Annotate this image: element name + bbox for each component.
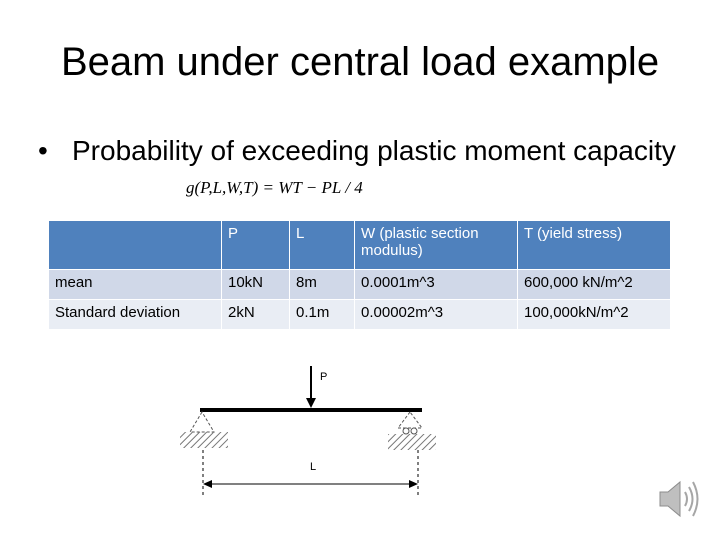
bullet-text: Probability of exceeding plastic moment … — [72, 135, 676, 166]
roller-support — [388, 411, 436, 450]
table-cell: 0.1m — [289, 299, 355, 330]
table-cell: 100,000kN/m^2 — [517, 299, 671, 330]
limit-state-formula: g(P,L,W,T) = WT − PL / 4 — [186, 178, 363, 197]
table-cell: 10kN — [221, 269, 290, 300]
table-cell: mean — [48, 269, 222, 300]
table-cell: 600,000 kN/m^2 — [517, 269, 671, 300]
load-arrow — [306, 366, 316, 408]
header-cell: L — [289, 220, 355, 270]
speaker-icon[interactable] — [656, 474, 702, 524]
table-header-row: P L W (plastic section modulus) T (yield… — [48, 220, 671, 270]
statistics-table: P L W (plastic section modulus) T (yield… — [48, 220, 671, 330]
pin-support — [180, 411, 228, 448]
table-row: mean 10kN 8m 0.0001m^3 600,000 kN/m^2 — [48, 269, 671, 300]
beam — [200, 408, 422, 412]
table-cell: 0.00002m^3 — [354, 299, 518, 330]
table-cell: Standard deviation — [48, 299, 222, 330]
bullet-item: • Probability of exceeding plastic momen… — [38, 132, 698, 170]
slide-title: Beam under central load example — [60, 40, 660, 84]
header-cell — [48, 220, 222, 270]
beam-diagram: P L — [180, 366, 436, 496]
bullet-dot: • — [38, 135, 48, 166]
span-dimension — [202, 450, 419, 496]
load-label: P — [320, 371, 327, 383]
header-cell: P — [221, 220, 290, 270]
table-cell: 8m — [289, 269, 355, 300]
header-cell: W (plastic section modulus) — [354, 220, 518, 270]
span-label: L — [310, 461, 316, 473]
table-row: Standard deviation 2kN 0.1m 0.00002m^3 1… — [48, 299, 671, 330]
header-cell: T (yield stress) — [517, 220, 671, 270]
table-cell: 0.0001m^3 — [354, 269, 518, 300]
table-cell: 2kN — [221, 299, 290, 330]
